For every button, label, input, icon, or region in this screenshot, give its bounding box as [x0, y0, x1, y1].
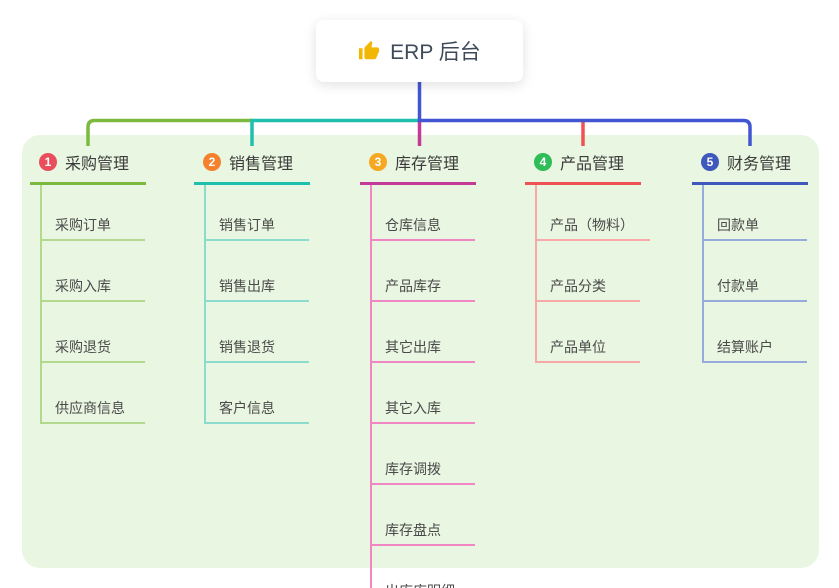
child-node[interactable]: 回款单: [704, 185, 807, 241]
branch-badge: 4: [534, 153, 552, 171]
branch-badge: 1: [39, 153, 57, 171]
branch-column: 3 库存管理 仓库信息产品库存其它出库其它入库库存调拨库存盘点出库库明细: [360, 150, 476, 588]
branch-column: 2 销售管理 销售订单销售出库销售退货客户信息: [194, 150, 310, 424]
child-node[interactable]: 客户信息: [206, 363, 309, 424]
branch-badge: 5: [701, 153, 719, 171]
branch-label: 财务管理: [727, 156, 792, 173]
child-node[interactable]: 结算账户: [704, 302, 807, 363]
branch-node[interactable]: 1 采购管理: [30, 150, 146, 185]
child-node[interactable]: 产品分类: [537, 241, 640, 302]
child-node[interactable]: 销售退货: [206, 302, 309, 363]
child-node[interactable]: 销售订单: [206, 185, 309, 241]
branch-children: 产品（物料）产品分类产品单位: [535, 185, 650, 363]
child-node[interactable]: 产品（物料）: [537, 185, 650, 241]
child-node[interactable]: 产品单位: [537, 302, 640, 363]
branch-children: 仓库信息产品库存其它出库其它入库库存调拨库存盘点出库库明细: [370, 185, 476, 588]
branch-label: 库存管理: [395, 156, 460, 173]
branch-column: 5 财务管理 回款单付款单结算账户: [692, 150, 808, 363]
root-node[interactable]: ERP 后台: [316, 20, 523, 82]
thumbs-up-icon: [359, 40, 380, 60]
child-node[interactable]: 采购订单: [42, 185, 145, 241]
child-node[interactable]: 库存盘点: [372, 485, 475, 546]
child-node[interactable]: 付款单: [704, 241, 807, 302]
branch-badge: 3: [369, 153, 387, 171]
child-node[interactable]: 仓库信息: [372, 185, 475, 241]
child-node[interactable]: 其它入库: [372, 363, 475, 424]
child-node[interactable]: 采购入库: [42, 241, 145, 302]
branch-children: 销售订单销售出库销售退货客户信息: [204, 185, 310, 424]
child-node[interactable]: 销售出库: [206, 241, 309, 302]
branch-node[interactable]: 3 库存管理: [360, 150, 476, 185]
branch-node[interactable]: 4 产品管理: [525, 150, 641, 185]
branch-column: 4 产品管理 产品（物料）产品分类产品单位: [525, 150, 650, 363]
branch-node[interactable]: 2 销售管理: [194, 150, 310, 185]
child-node[interactable]: 采购退货: [42, 302, 145, 363]
branch-label: 采购管理: [65, 156, 130, 173]
branch-label: 产品管理: [560, 156, 625, 173]
branch-node[interactable]: 5 财务管理: [692, 150, 808, 185]
child-node[interactable]: 库存调拨: [372, 424, 475, 485]
branch-column: 1 采购管理 采购订单采购入库采购退货供应商信息: [30, 150, 146, 424]
child-node[interactable]: 供应商信息: [42, 363, 145, 424]
branch-children: 回款单付款单结算账户: [702, 185, 808, 363]
child-node[interactable]: 产品库存: [372, 241, 475, 302]
root-label: ERP 后台: [390, 41, 481, 64]
canvas-panel: [22, 135, 819, 568]
child-node[interactable]: 出库库明细: [372, 546, 475, 588]
branch-badge: 2: [203, 153, 221, 171]
branch-label: 销售管理: [229, 156, 294, 173]
branch-children: 采购订单采购入库采购退货供应商信息: [40, 185, 146, 424]
child-node[interactable]: 其它出库: [372, 302, 475, 363]
